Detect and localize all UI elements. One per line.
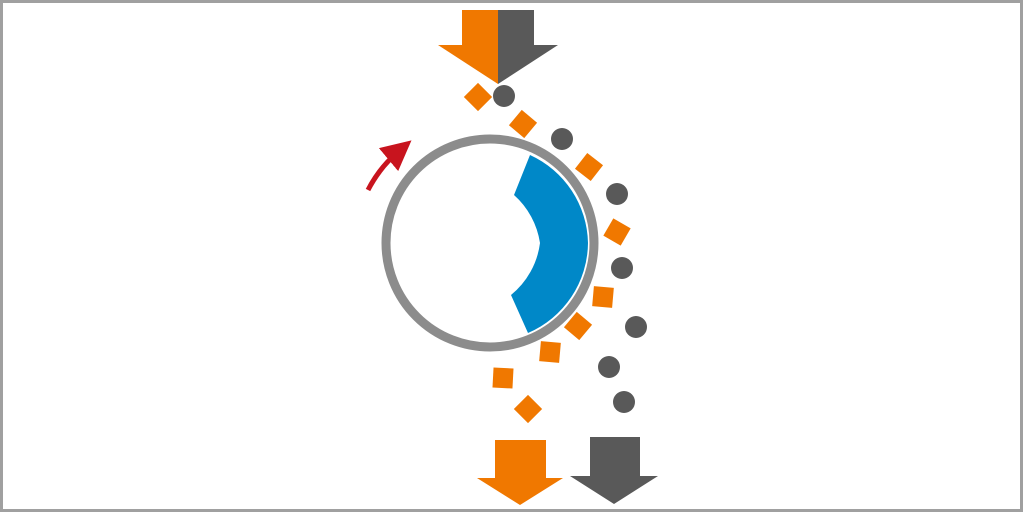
gray-particle — [551, 128, 573, 150]
gray-particles — [493, 85, 647, 413]
gray-particle — [598, 356, 620, 378]
rotation-arrow-icon — [365, 140, 412, 192]
gray-particle — [625, 316, 647, 338]
magnet-segment-icon — [511, 155, 588, 333]
orange-particle — [492, 367, 514, 389]
orange-particle — [508, 109, 538, 139]
orange-particle — [592, 286, 614, 308]
inflow-gray-arrow-icon — [498, 10, 558, 84]
gray-particle — [606, 183, 628, 205]
orange-particle — [574, 152, 604, 182]
inflow-orange-arrow-icon — [438, 10, 498, 84]
gray-particle — [613, 391, 635, 413]
orange-particle — [603, 218, 631, 246]
outflow-orange-arrow-icon — [477, 440, 563, 505]
orange-particle — [563, 311, 593, 341]
orange-particle — [513, 394, 543, 424]
gray-particle — [493, 85, 515, 107]
gray-particle — [611, 257, 633, 279]
orange-particle — [539, 341, 561, 363]
orange-particle — [463, 82, 493, 112]
outflow-gray-arrow-icon — [570, 437, 658, 504]
